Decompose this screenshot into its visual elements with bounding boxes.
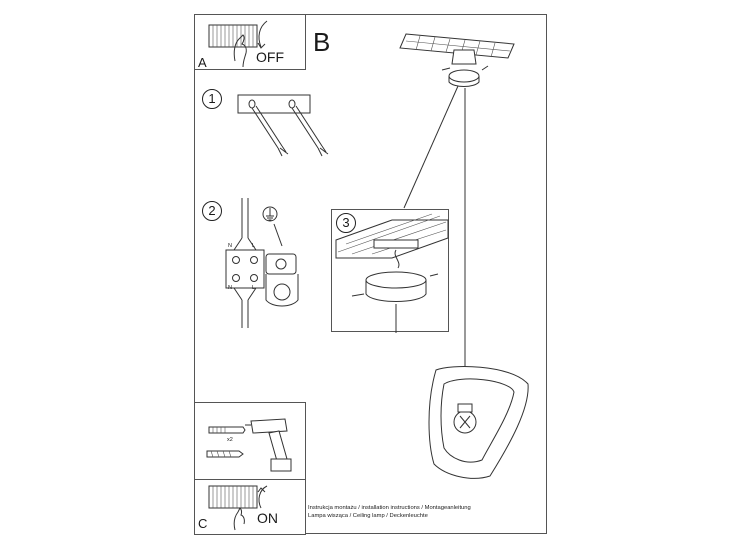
- on-label: ON: [257, 510, 278, 526]
- screw-quantity: x2: [227, 437, 233, 443]
- wire-label-n-top: N: [228, 243, 232, 249]
- footer-caption: Instrukcja montażu / installation instru…: [308, 505, 471, 521]
- panel-b-letter: B: [313, 27, 331, 57]
- footer-line-1: Instrukcja montażu / installation instru…: [308, 505, 471, 511]
- step-2-badge: 2: [202, 201, 222, 221]
- panel-a-letter: A: [198, 55, 207, 70]
- wire-label-n-bottom: N: [228, 285, 232, 291]
- panel-c-letter: C: [198, 516, 208, 531]
- tools-panel: x2: [194, 402, 306, 480]
- panel-a-power-off: A OFF: [194, 14, 306, 70]
- fuse-box-on-illustration: [208, 485, 268, 531]
- panel-c-power-on: C ON: [194, 479, 306, 535]
- step-1-terminal-illustration: [237, 94, 329, 157]
- fuse-box-off-illustration: [208, 20, 268, 68]
- wire-label-l-bottom: L: [252, 285, 256, 291]
- ceiling-lamp-illustration: [399, 33, 529, 479]
- footer-line-2: Lampa wisząca / Ceiling lamp / Deckenleu…: [308, 512, 428, 519]
- step-1-badge: 1: [202, 89, 222, 109]
- off-label: OFF: [256, 49, 284, 65]
- step-3-badge: 3: [336, 213, 356, 233]
- step-2-connector-illustration: [225, 198, 299, 328]
- wire-label-l-top: L: [252, 243, 256, 249]
- ceiling-mount-detail-illustration: [335, 213, 449, 333]
- drill-and-screws-illustration: [206, 418, 292, 472]
